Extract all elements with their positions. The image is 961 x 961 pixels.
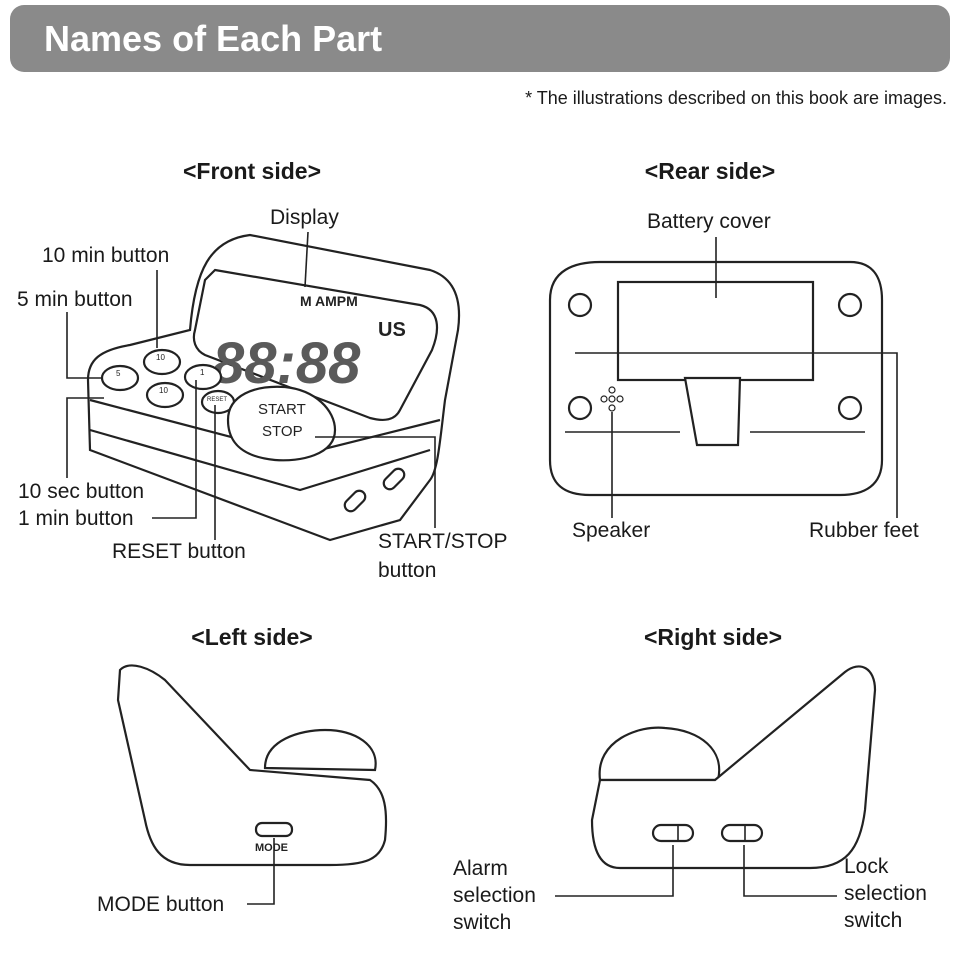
label-speaker: Speaker bbox=[572, 519, 651, 542]
label-mode-button: MODE button bbox=[97, 893, 225, 916]
display-us: US bbox=[378, 319, 406, 341]
right-device-illustration bbox=[590, 665, 877, 870]
btn-5-text: 5 bbox=[116, 369, 121, 378]
label-alarm-line3: switch bbox=[453, 911, 512, 934]
label-reset-button: RESET button bbox=[112, 540, 246, 563]
label-lock-line3: switch bbox=[844, 909, 903, 932]
btn-1-text: 1 bbox=[200, 368, 205, 377]
label-battery-cover: Battery cover bbox=[647, 210, 771, 233]
rear-leader-lines bbox=[575, 237, 898, 518]
btn-reset-text: RESET bbox=[207, 397, 227, 403]
label-alarm-line2: selection bbox=[453, 884, 536, 907]
btn-10s-text: 10 bbox=[159, 386, 168, 395]
btn-10-text: 10 bbox=[156, 353, 165, 362]
display-digits: 88:88 bbox=[212, 331, 361, 396]
page-title: Names of Each Part bbox=[44, 18, 383, 59]
display-indicators: M AMPM bbox=[300, 293, 358, 309]
left-leader-line bbox=[247, 838, 275, 905]
mode-text: MODE bbox=[255, 842, 288, 854]
left-device-illustration: MODE bbox=[116, 664, 388, 867]
start-text: START bbox=[258, 401, 306, 418]
label-lock-selection-switch: Lock selection switch bbox=[844, 853, 927, 934]
label-lock-line1: Lock bbox=[844, 855, 889, 878]
label-rubber-feet: Rubber feet bbox=[809, 519, 919, 542]
label-alarm-selection-switch: Alarm selection switch bbox=[453, 855, 536, 936]
header-bar: Names of Each Part bbox=[10, 5, 950, 72]
left-side-title: <Left side> bbox=[191, 624, 313, 650]
rear-side-title: <Rear side> bbox=[644, 158, 776, 184]
front-device-illustration: 88:88 M AMPM US 5 10 10 1 RESET START ST… bbox=[86, 233, 461, 542]
label-5-min-button: 5 min button bbox=[17, 288, 133, 311]
label-1-min-button: 1 min button bbox=[18, 507, 134, 530]
right-leader-lines bbox=[555, 845, 837, 897]
label-10-min-button: 10 min button bbox=[42, 244, 170, 267]
rear-device-illustration bbox=[548, 260, 884, 497]
front-side-title: <Front side> bbox=[182, 158, 322, 184]
label-start-stop-line1: START/STOP bbox=[378, 530, 508, 553]
label-display: Display bbox=[270, 206, 339, 229]
label-start-stop-line2: button bbox=[378, 559, 437, 582]
note-text: * The illustrations described on this bo… bbox=[525, 88, 947, 108]
right-side-title: <Right side> bbox=[643, 624, 783, 650]
stop-text: STOP bbox=[262, 423, 303, 440]
label-10-sec-button: 10 sec button bbox=[18, 480, 145, 503]
label-lock-line2: selection bbox=[844, 882, 927, 905]
front-leader-lines bbox=[66, 231, 436, 540]
label-start-stop-button: START/STOP button bbox=[378, 527, 508, 585]
label-alarm-line1: Alarm bbox=[453, 857, 508, 880]
